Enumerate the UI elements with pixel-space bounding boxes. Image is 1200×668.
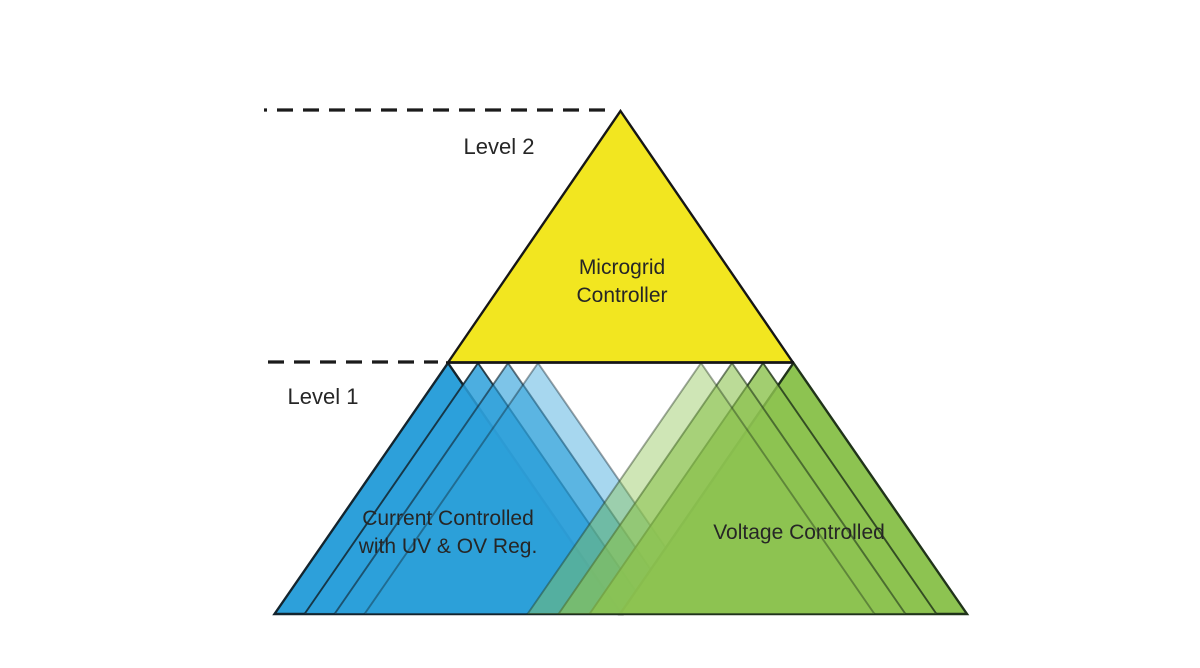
- microgrid-label-line1: Microgrid: [579, 256, 665, 279]
- green-ghost-triangle-2: [556, 361, 908, 615]
- level-1-label: Level 1: [288, 384, 359, 409]
- level-2-label: Level 2: [464, 134, 535, 159]
- blue-ghost-triangle-2: [332, 361, 684, 615]
- green-ghost-triangle-3: [525, 361, 877, 615]
- voltage-controlled-label: Voltage Controlled: [713, 521, 885, 544]
- microgrid-label-line2: Controller: [576, 284, 667, 307]
- current-controlled-label-line1: Current Controlled: [362, 507, 534, 530]
- current-controlled-label-line2: with UV & OV Reg.: [358, 535, 538, 558]
